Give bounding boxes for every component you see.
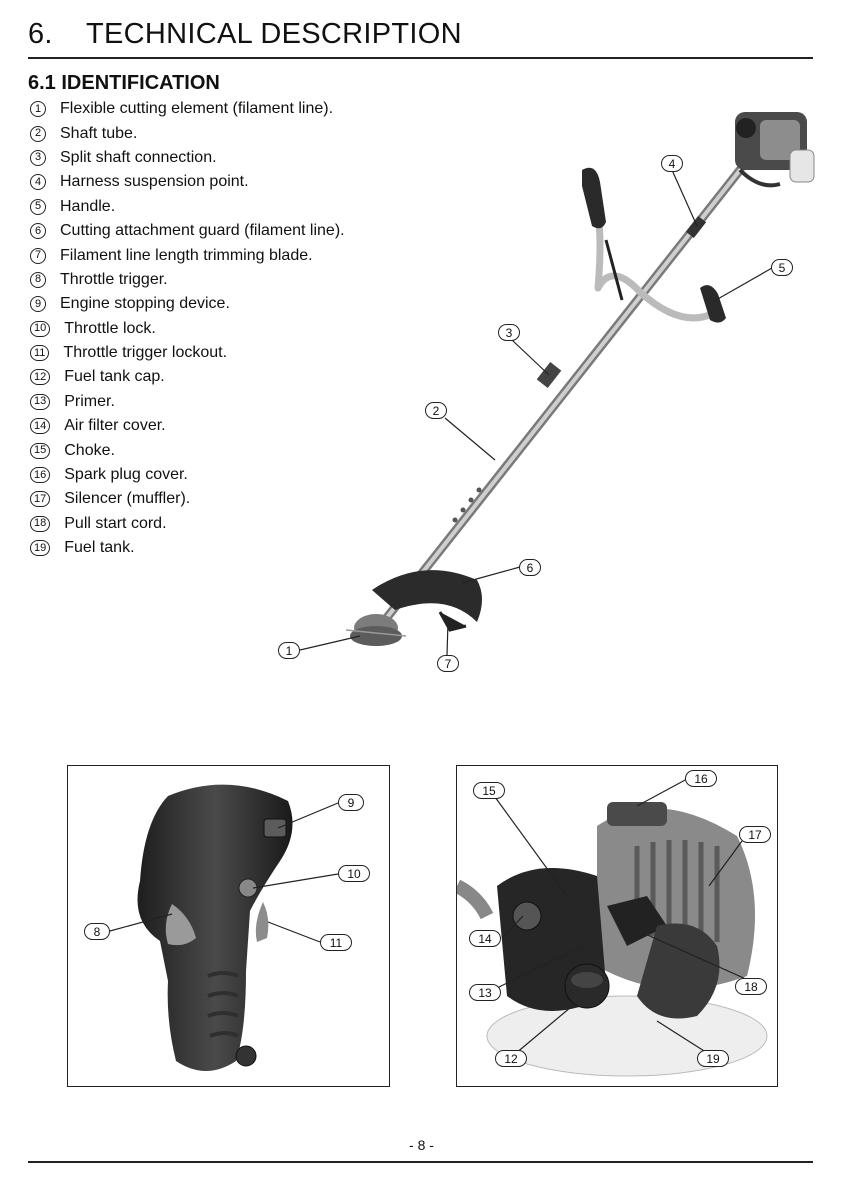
throttle-handle-photo-frame: 8 9 10 11 [67,765,390,1087]
part-item: 15 Choke. [28,438,345,462]
part-item: 14 Air filter cover. [28,414,345,438]
section-number: 6. [28,18,53,50]
part-number: 7 [30,247,46,264]
part-label: Cutting attachment guard (filament line)… [60,222,345,240]
subsection-title: 6.1 IDENTIFICATION [28,72,220,94]
footer-rule [28,1161,813,1163]
part-label: Choke. [64,441,115,459]
part-item: 18 Pull start cord. [28,512,345,536]
callout-2: 2 [425,402,447,419]
callout-8: 8 [84,923,110,940]
callout-13: 13 [469,984,501,1001]
part-number: 14 [30,418,51,435]
part-label: Silencer (muffler). [64,490,191,508]
callout-19: 19 [697,1050,729,1067]
callout-5: 5 [771,259,793,276]
part-item: 5 Handle. [28,195,345,219]
part-item: 3 Split shaft connection. [28,146,345,170]
part-label: Fuel tank. [64,539,135,557]
callout-14: 14 [469,930,501,947]
callout-15: 15 [473,782,505,799]
part-item: 1 Flexible cutting element (filament line… [28,97,345,121]
part-label: Shaft tube. [60,124,138,142]
part-item: 10 Throttle lock. [28,317,345,341]
part-number: 18 [30,515,51,532]
part-label: Split shaft connection. [60,148,217,166]
part-label: Throttle trigger. [60,270,168,288]
part-number: 4 [30,174,46,191]
part-number: 9 [30,296,46,313]
part-label: Spark plug cover. [64,466,188,484]
brush-cutter-illustration [299,112,815,656]
part-label: Throttle trigger lockout. [63,344,228,362]
engine-photo-frame: 15 16 17 14 13 18 12 19 [456,765,778,1087]
callout-3: 3 [498,324,520,341]
callout-18: 18 [735,978,767,995]
part-item: 9 Engine stopping device. [28,292,345,316]
part-number: 2 [30,125,46,142]
part-label: Filament line length trimming blade. [60,246,313,264]
throttle-handle-illustration [109,784,339,1071]
part-item: 16 Spark plug cover. [28,463,345,487]
part-label: Fuel tank cap. [64,368,165,386]
part-number: 15 [30,442,51,459]
section-title: TECHNICAL DESCRIPTION [86,18,462,50]
part-number: 19 [30,540,51,557]
callout-17: 17 [739,826,771,843]
part-number: 1 [30,101,46,118]
part-number: 16 [30,467,51,484]
part-item: 6 Cutting attachment guard (filament line… [28,219,345,243]
part-number: 6 [30,223,46,240]
callout-9: 9 [338,794,364,811]
part-label: Handle. [60,197,116,215]
part-number: 12 [30,369,51,386]
part-number: 13 [30,393,51,410]
part-label: Harness suspension point. [60,173,249,191]
part-number: 17 [30,491,51,508]
part-item: 13 Primer. [28,390,345,414]
part-label: Air filter cover. [64,417,166,435]
part-label: Primer. [64,392,115,410]
callout-6: 6 [519,559,541,576]
part-label: Flexible cutting element (filament line)… [60,100,334,118]
part-item: 17 Silencer (muffler). [28,487,345,511]
part-item: 11 Throttle trigger lockout. [28,341,345,365]
part-number: 10 [30,320,51,337]
engine-illustration [457,778,768,1077]
section-heading: 6. TECHNICAL DESCRIPTION [28,18,813,59]
part-number: 3 [30,149,46,166]
page-number: - 8 - [409,1137,434,1153]
part-label: Pull start cord. [64,514,167,532]
part-item: 7 Filament line length trimming blade. [28,243,345,267]
callout-4: 4 [661,155,683,172]
part-item: 19 Fuel tank. [28,536,345,560]
part-number: 8 [30,271,46,288]
part-item: 4 Harness suspension point. [28,170,345,194]
part-number: 5 [30,198,46,215]
callout-12: 12 [495,1050,527,1067]
callout-11: 11 [320,934,352,951]
part-label: Throttle lock. [64,319,156,337]
part-label: Engine stopping device. [60,295,230,313]
callout-16: 16 [685,770,717,787]
callout-1: 1 [278,642,300,659]
callout-7: 7 [437,655,459,672]
part-number: 11 [30,345,50,362]
part-item: 2 Shaft tube. [28,121,345,145]
parts-list: 1 Flexible cutting element (filament line… [28,97,345,560]
callout-10: 10 [338,865,370,882]
part-item: 12 Fuel tank cap. [28,365,345,389]
part-item: 8 Throttle trigger. [28,268,345,292]
